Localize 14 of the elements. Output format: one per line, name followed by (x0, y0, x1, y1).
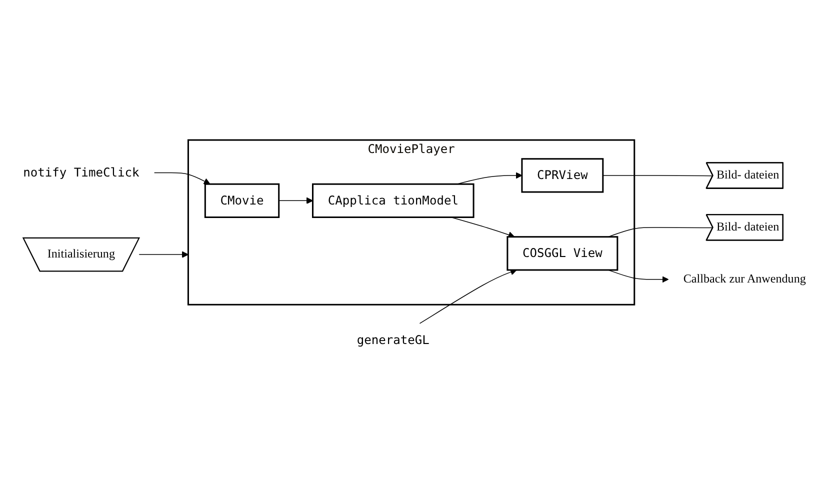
node-text: generateGL (356, 332, 430, 348)
node-text: notify TimeClick (23, 165, 140, 180)
connector (602, 175, 714, 176)
node-box: CMovie (204, 184, 280, 218)
connector (608, 227, 714, 238)
node-box: COSGGL View (506, 236, 618, 271)
arrow (154, 172, 210, 185)
node-box: CPRView (521, 158, 604, 193)
arrow (419, 269, 517, 324)
arrow (456, 172, 522, 185)
arrow (278, 198, 314, 204)
node-box: CApplica tionModel (312, 184, 474, 218)
node-text: Callback zur Anwendung (683, 272, 806, 286)
arrow (138, 251, 189, 258)
